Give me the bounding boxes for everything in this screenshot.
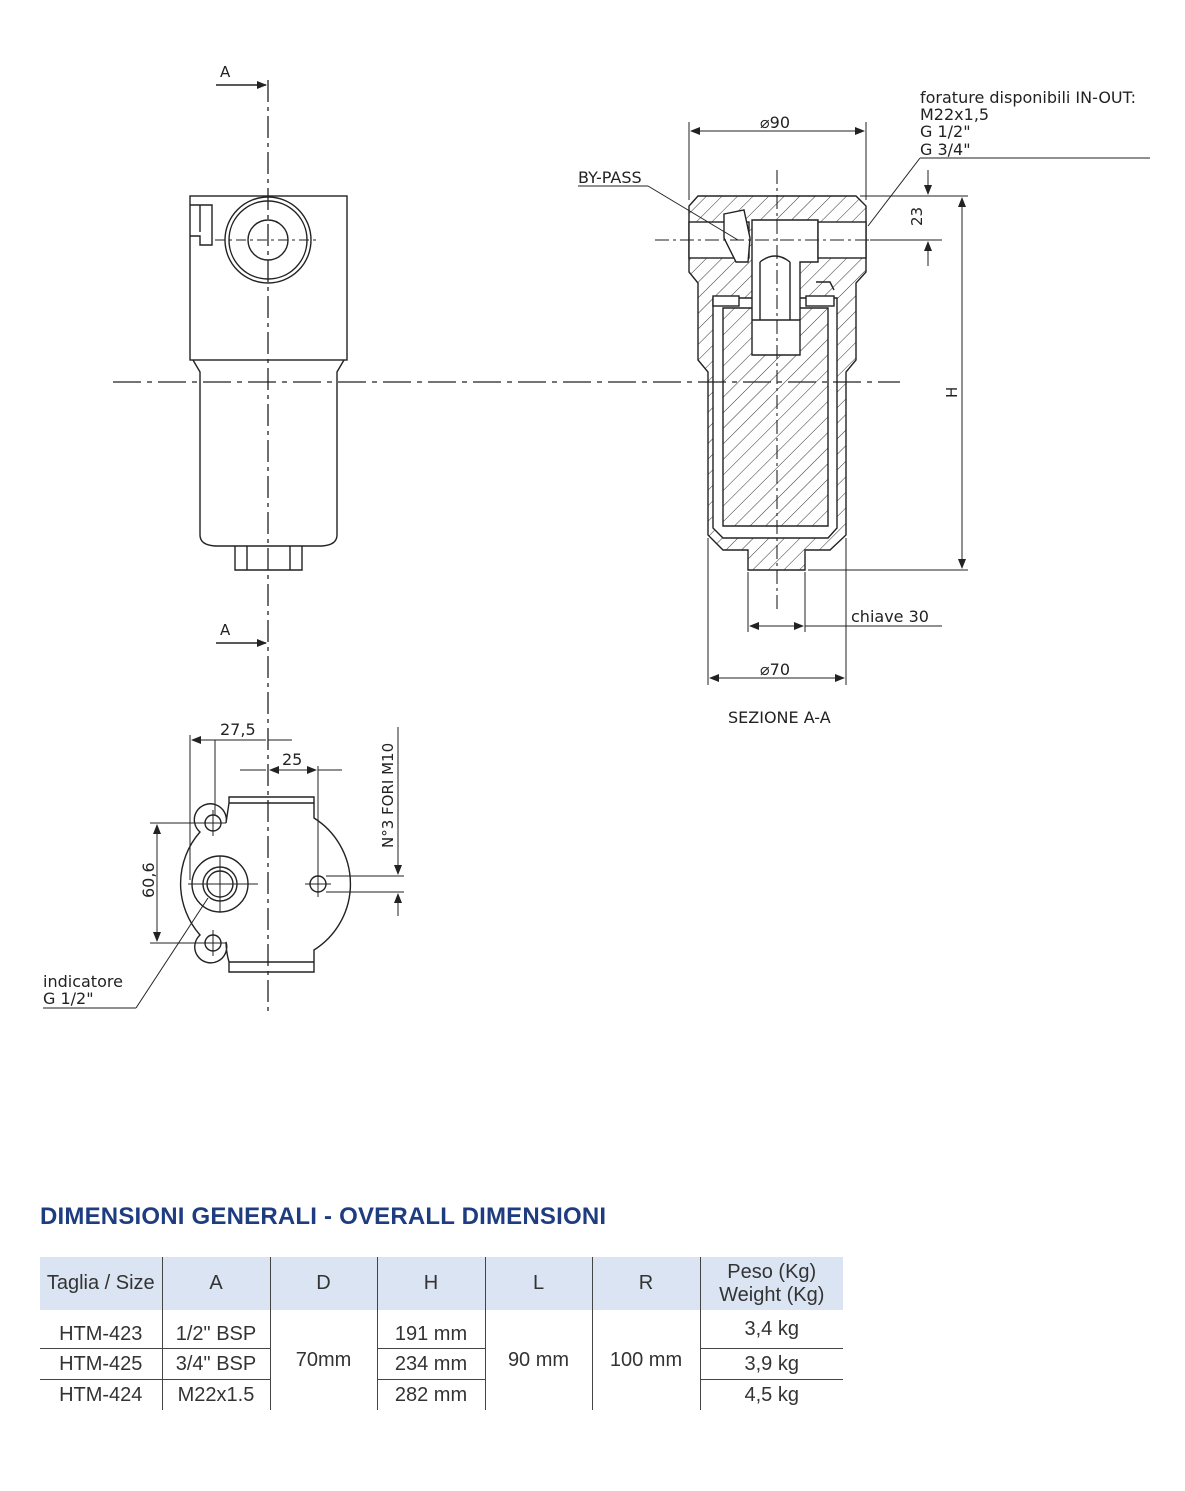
header-weight-en: Weight (Kg)	[719, 1283, 825, 1306]
cell-d-shared: 70mm	[269, 1310, 377, 1410]
cell-h: 234 mm	[376, 1348, 485, 1380]
header-a: A	[161, 1257, 270, 1310]
section-view	[688, 195, 867, 571]
cell-weight: 3,4 kg	[699, 1310, 843, 1349]
table-row: HTM-425 3/4" BSP 234 mm 3,9 kg	[40, 1348, 843, 1380]
cell-l-shared: 90 mm	[484, 1310, 592, 1410]
wrench-label: chiave 30	[851, 607, 929, 626]
dim-23-label: 23	[908, 207, 926, 226]
header-d: D	[269, 1257, 377, 1310]
dim-d70-label: ⌀70	[760, 660, 790, 679]
dim-d90-label: ⌀90	[760, 113, 790, 132]
table-row: HTM-424 M22x1.5 282 mm 4,5 kg	[40, 1379, 843, 1410]
indicator-label-line2: G 1/2"	[43, 989, 94, 1008]
cell-a: M22x1.5	[161, 1379, 270, 1410]
ports-label-line4: G 3/4"	[920, 140, 971, 159]
dim-h-label: H	[943, 387, 961, 398]
section-mark-bottom: A	[220, 621, 231, 639]
header-weight: Peso (Kg) Weight (Kg)	[699, 1257, 843, 1310]
specs-table: Taglia / Size A D H L R Peso (Kg) Weight…	[40, 1257, 843, 1410]
header-r: R	[591, 1257, 700, 1310]
technical-drawing: A A	[43, 63, 1150, 1015]
cell-weight: 3,9 kg	[699, 1348, 843, 1380]
cell-a: 1/2" BSP	[161, 1310, 270, 1349]
table-header-row: Taglia / Size A D H L R Peso (Kg) Weight…	[40, 1257, 843, 1310]
dim-60-6-label: 60,6	[139, 862, 158, 898]
table-row: HTM-423 1/2" BSP 70mm 191 mm 90 mm 100 m…	[40, 1310, 843, 1410]
ports-label-line2: M22x1,5	[920, 105, 989, 124]
ports-label-line1: forature disponibili IN-OUT:	[920, 88, 1136, 107]
dim-25-label: 25	[282, 750, 302, 769]
cell-size: HTM-423	[59, 1323, 143, 1345]
cell-size: HTM-425	[40, 1348, 162, 1380]
header-l: L	[484, 1257, 592, 1310]
ports-label-line3: G 1/2"	[920, 122, 971, 141]
dim-27-5-label: 27,5	[220, 720, 256, 739]
cell-a: 3/4" BSP	[161, 1348, 270, 1380]
specs-title: DIMENSIONI GENERALI - OVERALL DIMENSIONI	[40, 1203, 607, 1230]
cell-h: 282 mm	[376, 1379, 485, 1410]
cell-size: HTM-424	[40, 1379, 162, 1410]
cell-weight: 4,5 kg	[699, 1379, 843, 1410]
section-caption: SEZIONE A-A	[728, 708, 831, 727]
header-weight-it: Peso (Kg)	[727, 1260, 817, 1283]
indicator-label-line1: indicatore	[43, 972, 123, 991]
cell-h: 191 mm	[376, 1310, 485, 1349]
header-h: H	[376, 1257, 485, 1310]
holes-label: N°3 FORI M10	[379, 743, 397, 848]
header-size: Taglia / Size	[46, 1272, 155, 1294]
cell-r-shared: 100 mm	[591, 1310, 700, 1410]
section-dimensions	[578, 122, 1150, 685]
section-mark-top: A	[220, 63, 231, 81]
bypass-label: BY-PASS	[578, 168, 642, 187]
